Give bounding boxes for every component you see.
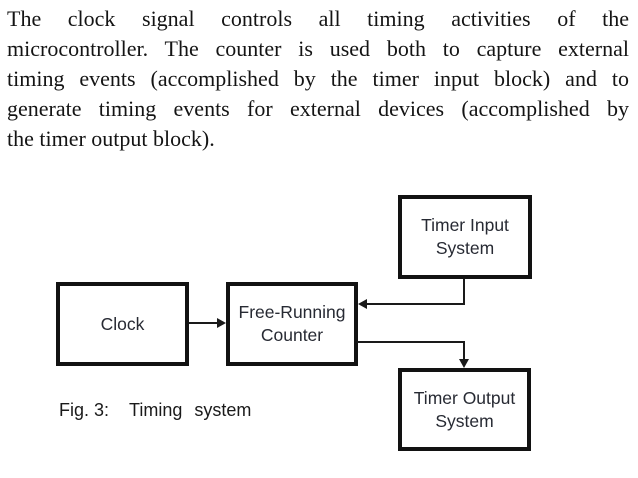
paragraph-line: the timer output block). [7,126,215,151]
clock-block: Clock [56,282,189,366]
timer-output-system-block: Timer Output System [398,368,531,451]
paragraph-line: generate timing events for external devi… [7,96,629,121]
figure-caption: Fig. 3: Timing system [59,400,251,421]
timer-output-system-label: Timer Output System [413,387,516,431]
arrowhead-left-icon [358,299,367,309]
timer-input-system-block: Timer Input System [398,195,532,279]
connector-input-to-counter-vertical [463,279,465,305]
figure-caption-number: Fig. 3: [59,400,110,420]
body-paragraph: The clock signal controls all timing act… [7,4,629,154]
clock-block-label: Clock [100,313,145,334]
connector-counter-to-output-horizontal [357,341,465,343]
paragraph-line: timing events (accomplished by the timer… [7,66,629,91]
paragraph-line: microcontroller. The counter is used bot… [7,36,629,61]
paragraph-line: The clock signal controls all timing act… [7,6,629,31]
connector-input-to-counter-horizontal [366,303,465,305]
figure-caption-text: Timing system [129,400,252,420]
connector-clock-to-counter [189,322,218,324]
connector-counter-to-output-vertical [463,341,465,361]
arrowhead-right-icon [217,318,226,328]
free-running-counter-block: Free-Running Counter [226,282,358,366]
arrowhead-down-icon [459,359,469,368]
free-running-counter-label: Free-Running Counter [238,302,346,345]
timer-input-system-label: Timer Input System [421,215,509,258]
